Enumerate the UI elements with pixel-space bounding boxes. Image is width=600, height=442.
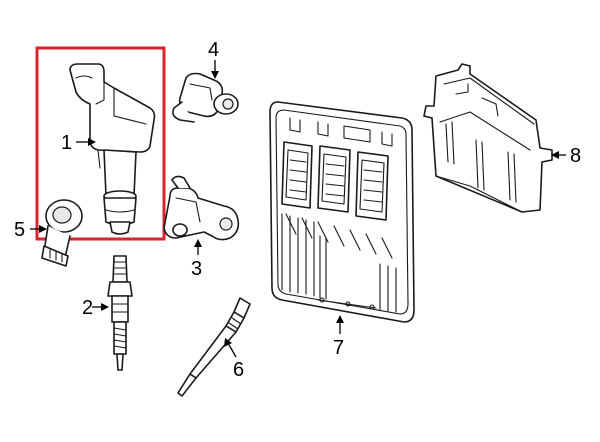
callout-8: 8 [570, 145, 581, 167]
callout-5: 5 [14, 219, 25, 241]
ecm-bracket[interactable] [423, 63, 553, 213]
glow-plug[interactable] [177, 297, 251, 397]
leaders [30, 60, 566, 358]
engine-control-module[interactable] [269, 101, 415, 323]
callout-4: 4 [208, 39, 219, 61]
crankshaft-sensor[interactable] [163, 175, 240, 241]
ecm-connector-left [281, 141, 313, 209]
callout-6: 6 [233, 359, 244, 381]
highlight-box [35, 46, 166, 241]
ignition-coil[interactable] [69, 63, 156, 235]
camshaft-sensor[interactable] [172, 72, 239, 123]
callout-1: 1 [61, 132, 72, 154]
ecm-connector-right [355, 151, 389, 221]
callout-2: 2 [82, 297, 93, 319]
callout-7: 7 [333, 337, 344, 359]
ecm-connector-middle [317, 145, 351, 213]
knock-sensor[interactable] [41, 199, 83, 267]
spark-plug[interactable] [107, 255, 133, 371]
callout-3: 3 [191, 258, 202, 280]
